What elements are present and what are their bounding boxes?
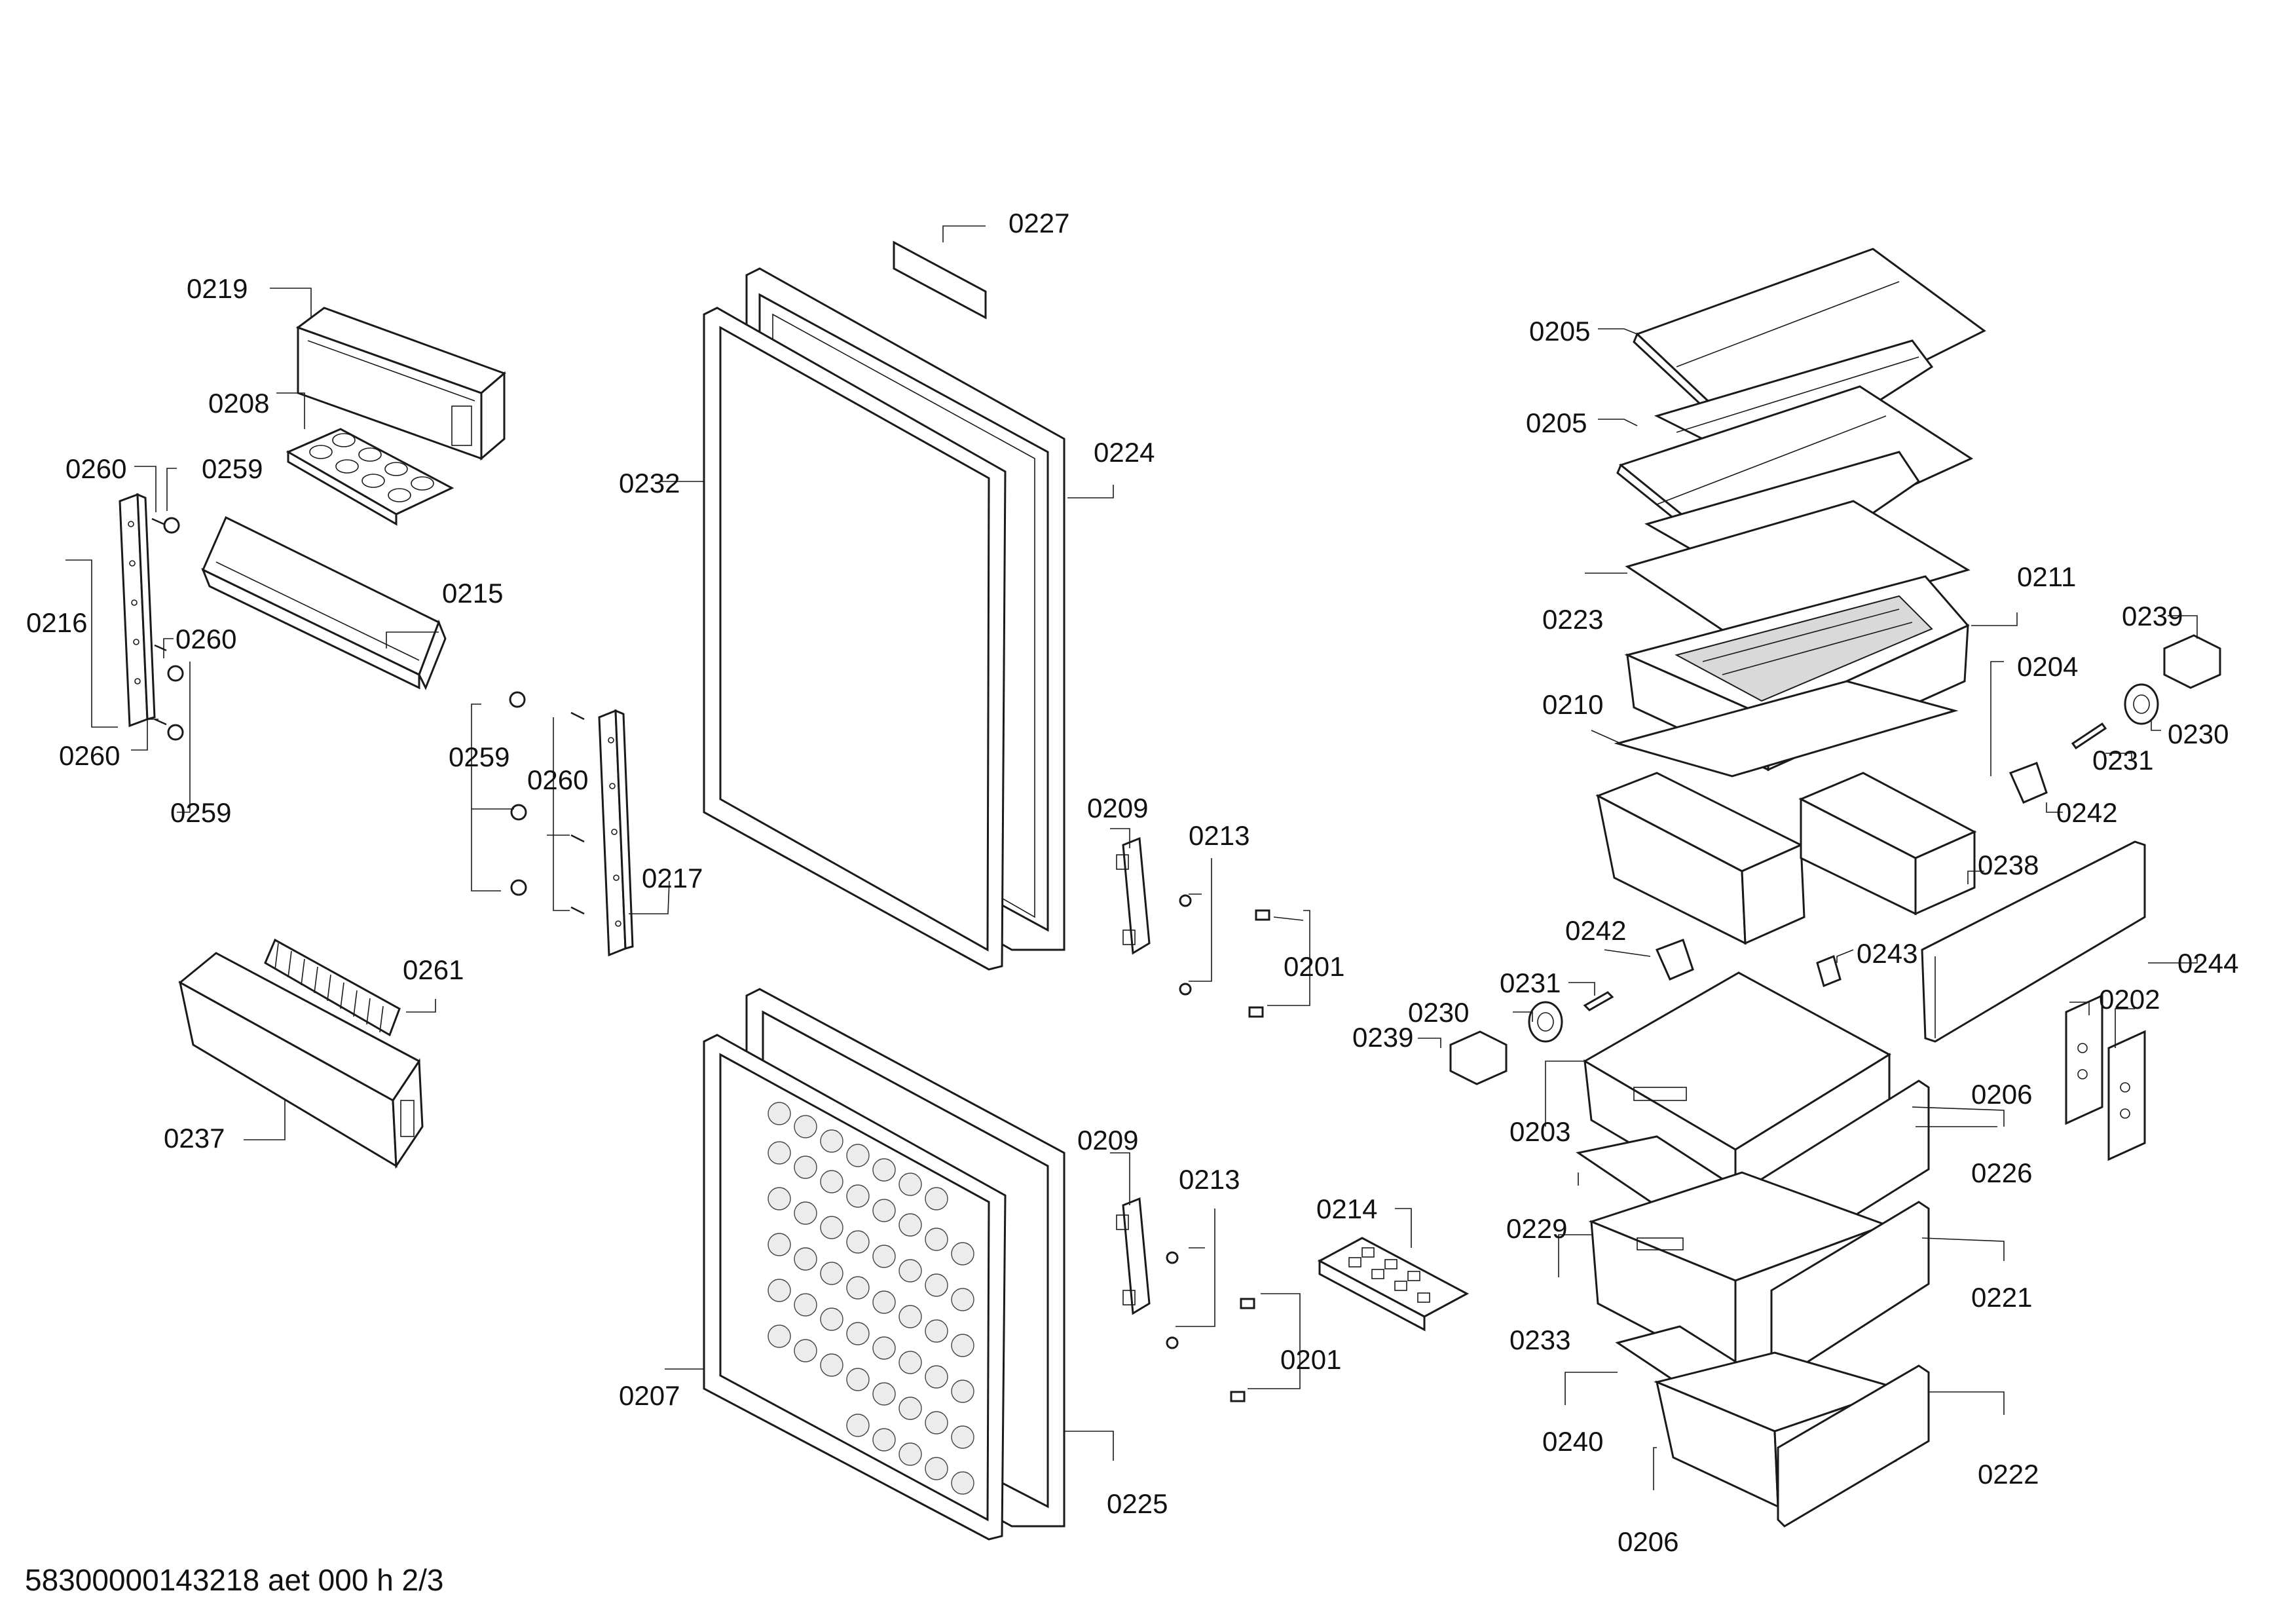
handle-upper-0209 [1116,836,1151,955]
clip-0239-top [2163,634,2221,689]
callout-0222: 0222 [1978,1459,2039,1490]
rail-0216 [119,493,156,728]
callout-0224: 0224 [1094,437,1155,468]
egg-tray-0208 [286,428,454,526]
pin-0231-middle [1583,991,1614,1011]
clip-0239-middle [1449,1030,1508,1085]
leader-lines [65,225,2198,1490]
cold-packs-0202 [2065,994,2146,1161]
callout-0204: 0204 [2017,651,2078,682]
roller-0230-top [2124,683,2159,725]
callout-0231-b: 0231 [1500,967,1561,998]
pin-0231-top [2071,722,2107,750]
ice-tray-0214 [1317,1237,1470,1332]
callout-0223: 0223 [1542,604,1603,635]
callout-0239-a: 0239 [2122,601,2183,631]
small-fasteners-left [151,517,184,741]
callout-labels: 0227 0219 0208 0260 0259 0232 0224 0216 … [26,208,2238,1557]
callout-0243: 0243 [1857,938,1917,969]
callout-0230-b: 0230 [1408,997,1469,1028]
callout-0237: 0237 [164,1123,225,1154]
part-0242-middle [1655,939,1694,981]
callout-0209-a: 0209 [1087,793,1148,823]
front-panel-0244 [1921,840,2146,1043]
roller-0230-middle [1528,1001,1563,1043]
callout-0201-b: 0201 [1280,1344,1341,1375]
callout-0208: 0208 [208,388,269,419]
box-0238 [1798,772,1977,916]
box-0204 [1595,772,1805,945]
callout-0203: 0203 [1509,1116,1570,1147]
bottle-rack-0219 [295,307,506,461]
callout-0259-b: 0259 [170,797,231,828]
door-shelf-0215 [201,516,447,690]
callout-0206-b: 0206 [1618,1526,1678,1557]
callout-0215: 0215 [442,578,503,609]
callout-0231-a: 0231 [2092,745,2153,776]
callout-0227: 0227 [1009,208,1069,238]
callout-0205-b: 0205 [1526,407,1587,438]
label-0227 [893,240,987,320]
drawer-front-0222 [1777,1364,1930,1528]
callout-0244: 0244 [2177,948,2238,979]
callout-0259-c: 0259 [449,741,509,772]
callout-0219: 0219 [187,273,248,304]
glass-plate-0210 [1614,680,1959,778]
callout-0242-b: 0242 [1565,915,1626,946]
callout-0213-a: 0213 [1189,820,1250,851]
callout-0210: 0210 [1542,689,1603,720]
callout-0202: 0202 [2099,984,2160,1015]
door-shelf-0237 [178,952,424,1169]
upper-door-seal-0232 [703,307,1007,971]
rail-0217 [598,709,634,957]
part-0242-top [2009,762,2048,804]
callout-0216: 0216 [26,607,87,638]
callout-0229: 0229 [1506,1213,1567,1244]
callout-0238: 0238 [1978,850,2039,880]
callout-0259-a: 0259 [202,453,263,484]
callout-0242-a: 0242 [2056,797,2117,828]
callout-0261: 0261 [403,954,464,985]
callout-0201-a: 0201 [1284,951,1344,982]
callout-0232: 0232 [619,468,680,498]
callout-0221: 0221 [1971,1282,2032,1313]
caps-0201 [1230,909,1270,1402]
callout-0206-a: 0206 [1971,1079,2032,1110]
screws-0213 [1166,894,1192,1349]
shelf-insert-0261 [264,938,401,1037]
callout-0239-b: 0239 [1352,1022,1413,1053]
callout-0240: 0240 [1542,1426,1603,1457]
egg-cups [309,433,434,502]
callout-0205-a: 0205 [1529,316,1590,347]
callout-0225: 0225 [1107,1488,1168,1519]
lower-door-seal-0207 [703,1034,1007,1541]
callout-0260-c: 0260 [59,740,120,771]
document-id-footer: 58300000143218 aet 000 h 2/3 [25,1563,444,1597]
callout-0260-d: 0260 [527,764,588,795]
callout-0226: 0226 [1971,1157,2032,1188]
callout-0214: 0214 [1316,1193,1377,1224]
glass-plate-0223 [1625,500,1971,640]
callout-0230-a: 0230 [2168,719,2229,749]
callout-0207: 0207 [619,1380,680,1411]
callout-0213-b: 0213 [1179,1164,1240,1195]
callout-0260-a: 0260 [65,453,126,484]
door-dimple-pattern [768,1102,974,1495]
callout-0260-b: 0260 [176,624,236,654]
callout-0211: 0211 [2017,561,2076,592]
callout-0217: 0217 [642,863,703,893]
part-0243 [1816,954,1842,988]
callout-0233: 0233 [1509,1324,1570,1355]
small-fasteners-middle [509,691,585,915]
handle-lower-0209 [1116,1197,1151,1315]
callout-0209-b: 0209 [1077,1125,1138,1155]
